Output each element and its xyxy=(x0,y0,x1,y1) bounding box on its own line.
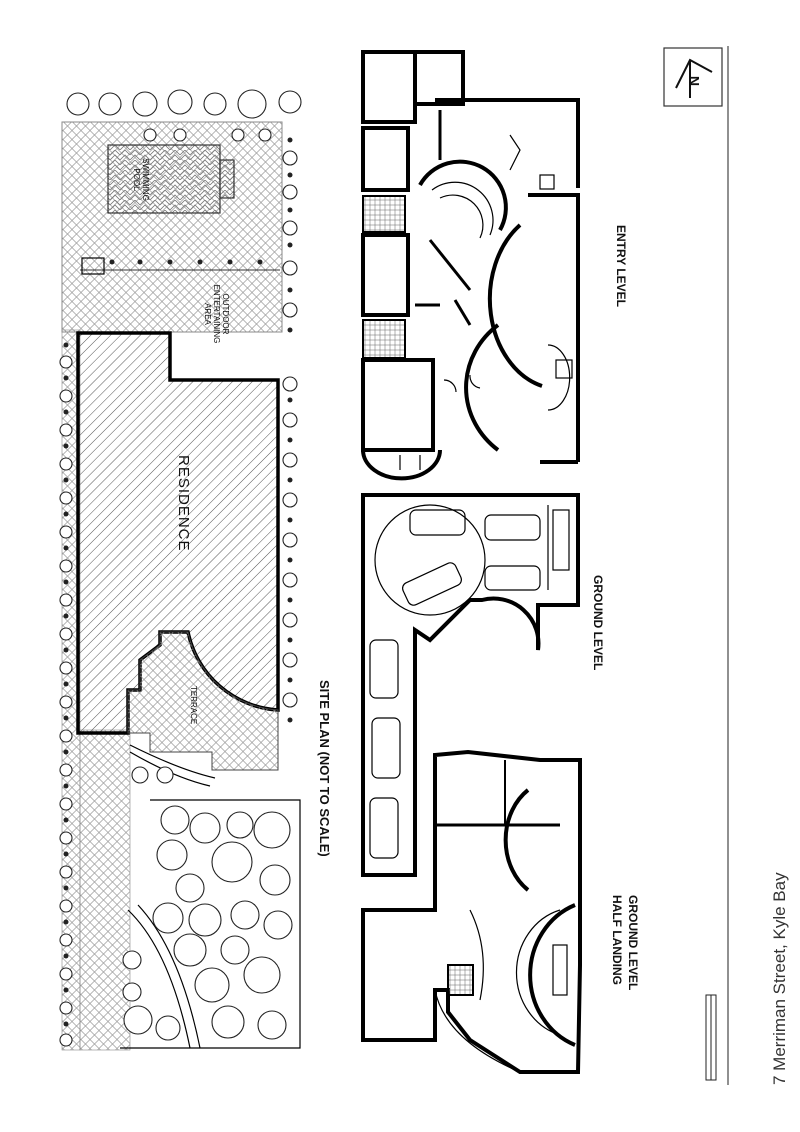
terrace-label: TERRACE xyxy=(189,686,198,725)
pool-label: SWIMMING POOL xyxy=(132,158,150,201)
compass: N xyxy=(663,47,723,107)
entry-level-plan xyxy=(361,50,580,481)
swimming-pool xyxy=(107,144,235,214)
site-plan xyxy=(59,89,302,1051)
compass-letter: N xyxy=(686,76,702,86)
half-landing-title-2: HALF LANDING xyxy=(610,895,624,985)
site-plan-title: SITE PLAN (NOT TO SCALE) xyxy=(317,680,332,857)
address-label: 7 Merriman Street, Kyle Bay xyxy=(770,872,789,1085)
ground-level-title: GROUND LEVEL xyxy=(591,575,605,671)
entry-level-title: ENTRY LEVEL xyxy=(614,225,628,308)
residence-label: RESIDENCE xyxy=(175,455,192,552)
ground-level-plan xyxy=(361,493,580,877)
outdoor-label: OUTDOOR ENTERTAINING AREA xyxy=(203,284,230,344)
north-arrow-icon xyxy=(675,58,713,98)
half-landing-plan xyxy=(361,749,582,1074)
car-icons xyxy=(369,509,541,859)
half-landing-title-1: GROUND LEVEL xyxy=(626,895,640,991)
terrace xyxy=(127,631,279,771)
